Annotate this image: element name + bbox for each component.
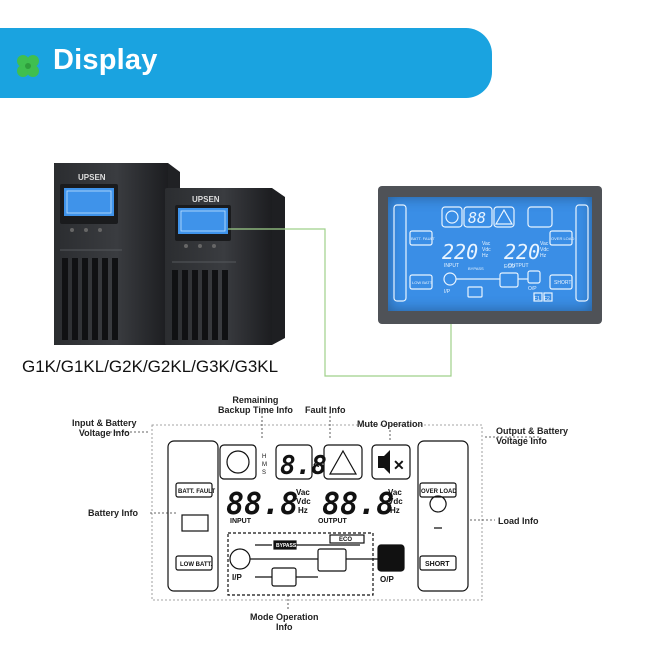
lcd-photo-unit-vdc-in: Vdc xyxy=(482,247,491,253)
lcd-photo-unit-vac-out: Vac xyxy=(540,241,549,247)
lcd-photo-output-value: 220 xyxy=(504,240,540,264)
lcd-unit-vdc-out: Vdc xyxy=(388,497,403,506)
lcd-op: O/P xyxy=(380,575,394,584)
lcd-output-label: OUTPUT xyxy=(318,518,348,525)
lcd-photo-op: O/P xyxy=(528,286,537,292)
lcd-hms-s: S xyxy=(262,470,266,476)
lcd-unit-vac-out: Vac xyxy=(388,488,402,497)
lcd-unit-vdc-in: Vdc xyxy=(296,497,311,506)
lcd-photo-ip: I/P xyxy=(444,289,451,295)
lcd-eco: ECO xyxy=(339,537,352,543)
lcd-photo-output-label: OUTPUT xyxy=(508,263,529,269)
lcd-photo-unit-vac-in: Vac xyxy=(482,241,491,247)
label-battery: Battery Info xyxy=(88,508,139,518)
lcd-photo-f1: F1 xyxy=(534,296,540,302)
mute-x: ✕ xyxy=(393,457,405,473)
lcd-photo-over-load: OVER LOAD xyxy=(551,236,574,241)
lcd-time-digits: 8.8 xyxy=(280,451,327,481)
lcd-output-digits: 88.8 xyxy=(322,487,394,522)
lcd-hms-m: M xyxy=(262,462,267,468)
clover-icon xyxy=(17,55,39,77)
section-header xyxy=(0,28,492,98)
lcd-ip: I/P xyxy=(232,573,242,582)
lcd-input-digits: 88.8 xyxy=(226,487,298,522)
lcd-photo-unit-vdc-out: Vdc xyxy=(540,247,549,253)
lcd-low-batt: LOW BATT. xyxy=(180,562,213,568)
lcd-photo-f2: F2 xyxy=(544,296,550,302)
lcd-input-label: INPUT xyxy=(230,518,252,525)
lcd-over-load: OVER LOAD xyxy=(421,489,457,495)
lcd-photo-short: SHORT xyxy=(554,280,571,286)
lcd-photo-bypass: BYPASS xyxy=(468,266,484,271)
lcd-photo-input-value: 220 xyxy=(442,240,478,264)
label-fault: Fault Info xyxy=(305,405,346,415)
lcd-photo-low-batt: LOW BATT. xyxy=(412,280,433,285)
lcd-photo-batt-fault: BATT. FAULT xyxy=(411,236,435,241)
lcd-chevrons: « xyxy=(313,457,320,471)
lcd-photo-eco: ECO xyxy=(504,264,515,270)
lcd-bypass: BYPASS xyxy=(276,543,297,549)
lcd-photo-screen: 88 220 220 Vac Vdc Hz Vac Vdc Hz INPUT O… xyxy=(388,197,592,311)
lcd-photo-unit-hz-in: Hz xyxy=(482,253,489,259)
lcd-photo: 88 220 220 Vac Vdc Hz Vac Vdc Hz INPUT O… xyxy=(378,186,602,324)
lcd-hms-h: H xyxy=(262,454,266,460)
lcd-unit-hz-out: Hz xyxy=(390,506,400,515)
lcd-unit-hz-in: Hz xyxy=(298,506,308,515)
lcd-batt-fault: BATT. FAULT xyxy=(178,489,215,495)
page-title: Display xyxy=(53,44,158,76)
lcd-photo-segments: 88 220 220 Vac Vdc Hz Vac Vdc Hz INPUT O… xyxy=(393,204,589,302)
label-mute: Mute Operation xyxy=(357,419,424,429)
lcd-photo-time: 88 xyxy=(468,209,486,227)
lcd-photo-unit-hz-out: Hz xyxy=(540,253,547,259)
lcd-short: SHORT xyxy=(425,561,450,568)
lcd-unit-vac-in: Vac xyxy=(296,488,310,497)
label-load: Load Info xyxy=(498,516,539,526)
model-list: G1K/G1KL/G2K/G2KL/G3K/G3KL xyxy=(22,357,279,376)
lcd-photo-input-label: INPUT xyxy=(444,263,459,269)
